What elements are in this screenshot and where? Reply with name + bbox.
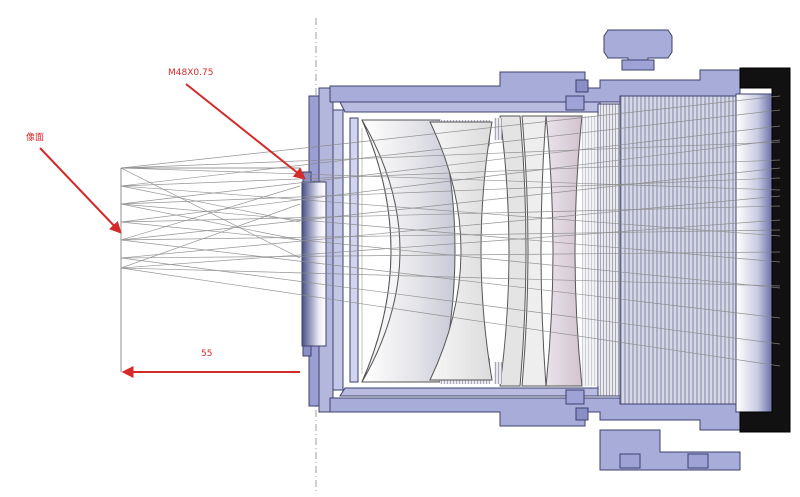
lens-element-4 bbox=[499, 115, 527, 387]
front-barrel bbox=[597, 67, 791, 433]
lens-housing bbox=[301, 29, 741, 471]
image-plane-label: 像面 bbox=[26, 133, 45, 143]
distance-label: 55 bbox=[201, 349, 213, 359]
arrow-down-right-icon bbox=[185, 83, 306, 180]
front-thread-section bbox=[619, 95, 741, 405]
annotations bbox=[39, 83, 306, 378]
thread-spec-label: M48X0.75 bbox=[168, 68, 214, 78]
image-plane-bracket bbox=[120, 167, 300, 372]
lens-element-3 bbox=[429, 121, 493, 381]
front-rim bbox=[739, 67, 791, 433]
arrow-down-right-icon bbox=[39, 147, 122, 234]
lens-element-2 bbox=[361, 119, 401, 383]
ray-trace bbox=[120, 95, 781, 367]
lens-elements bbox=[361, 115, 600, 387]
lens-element-6 bbox=[545, 115, 583, 387]
